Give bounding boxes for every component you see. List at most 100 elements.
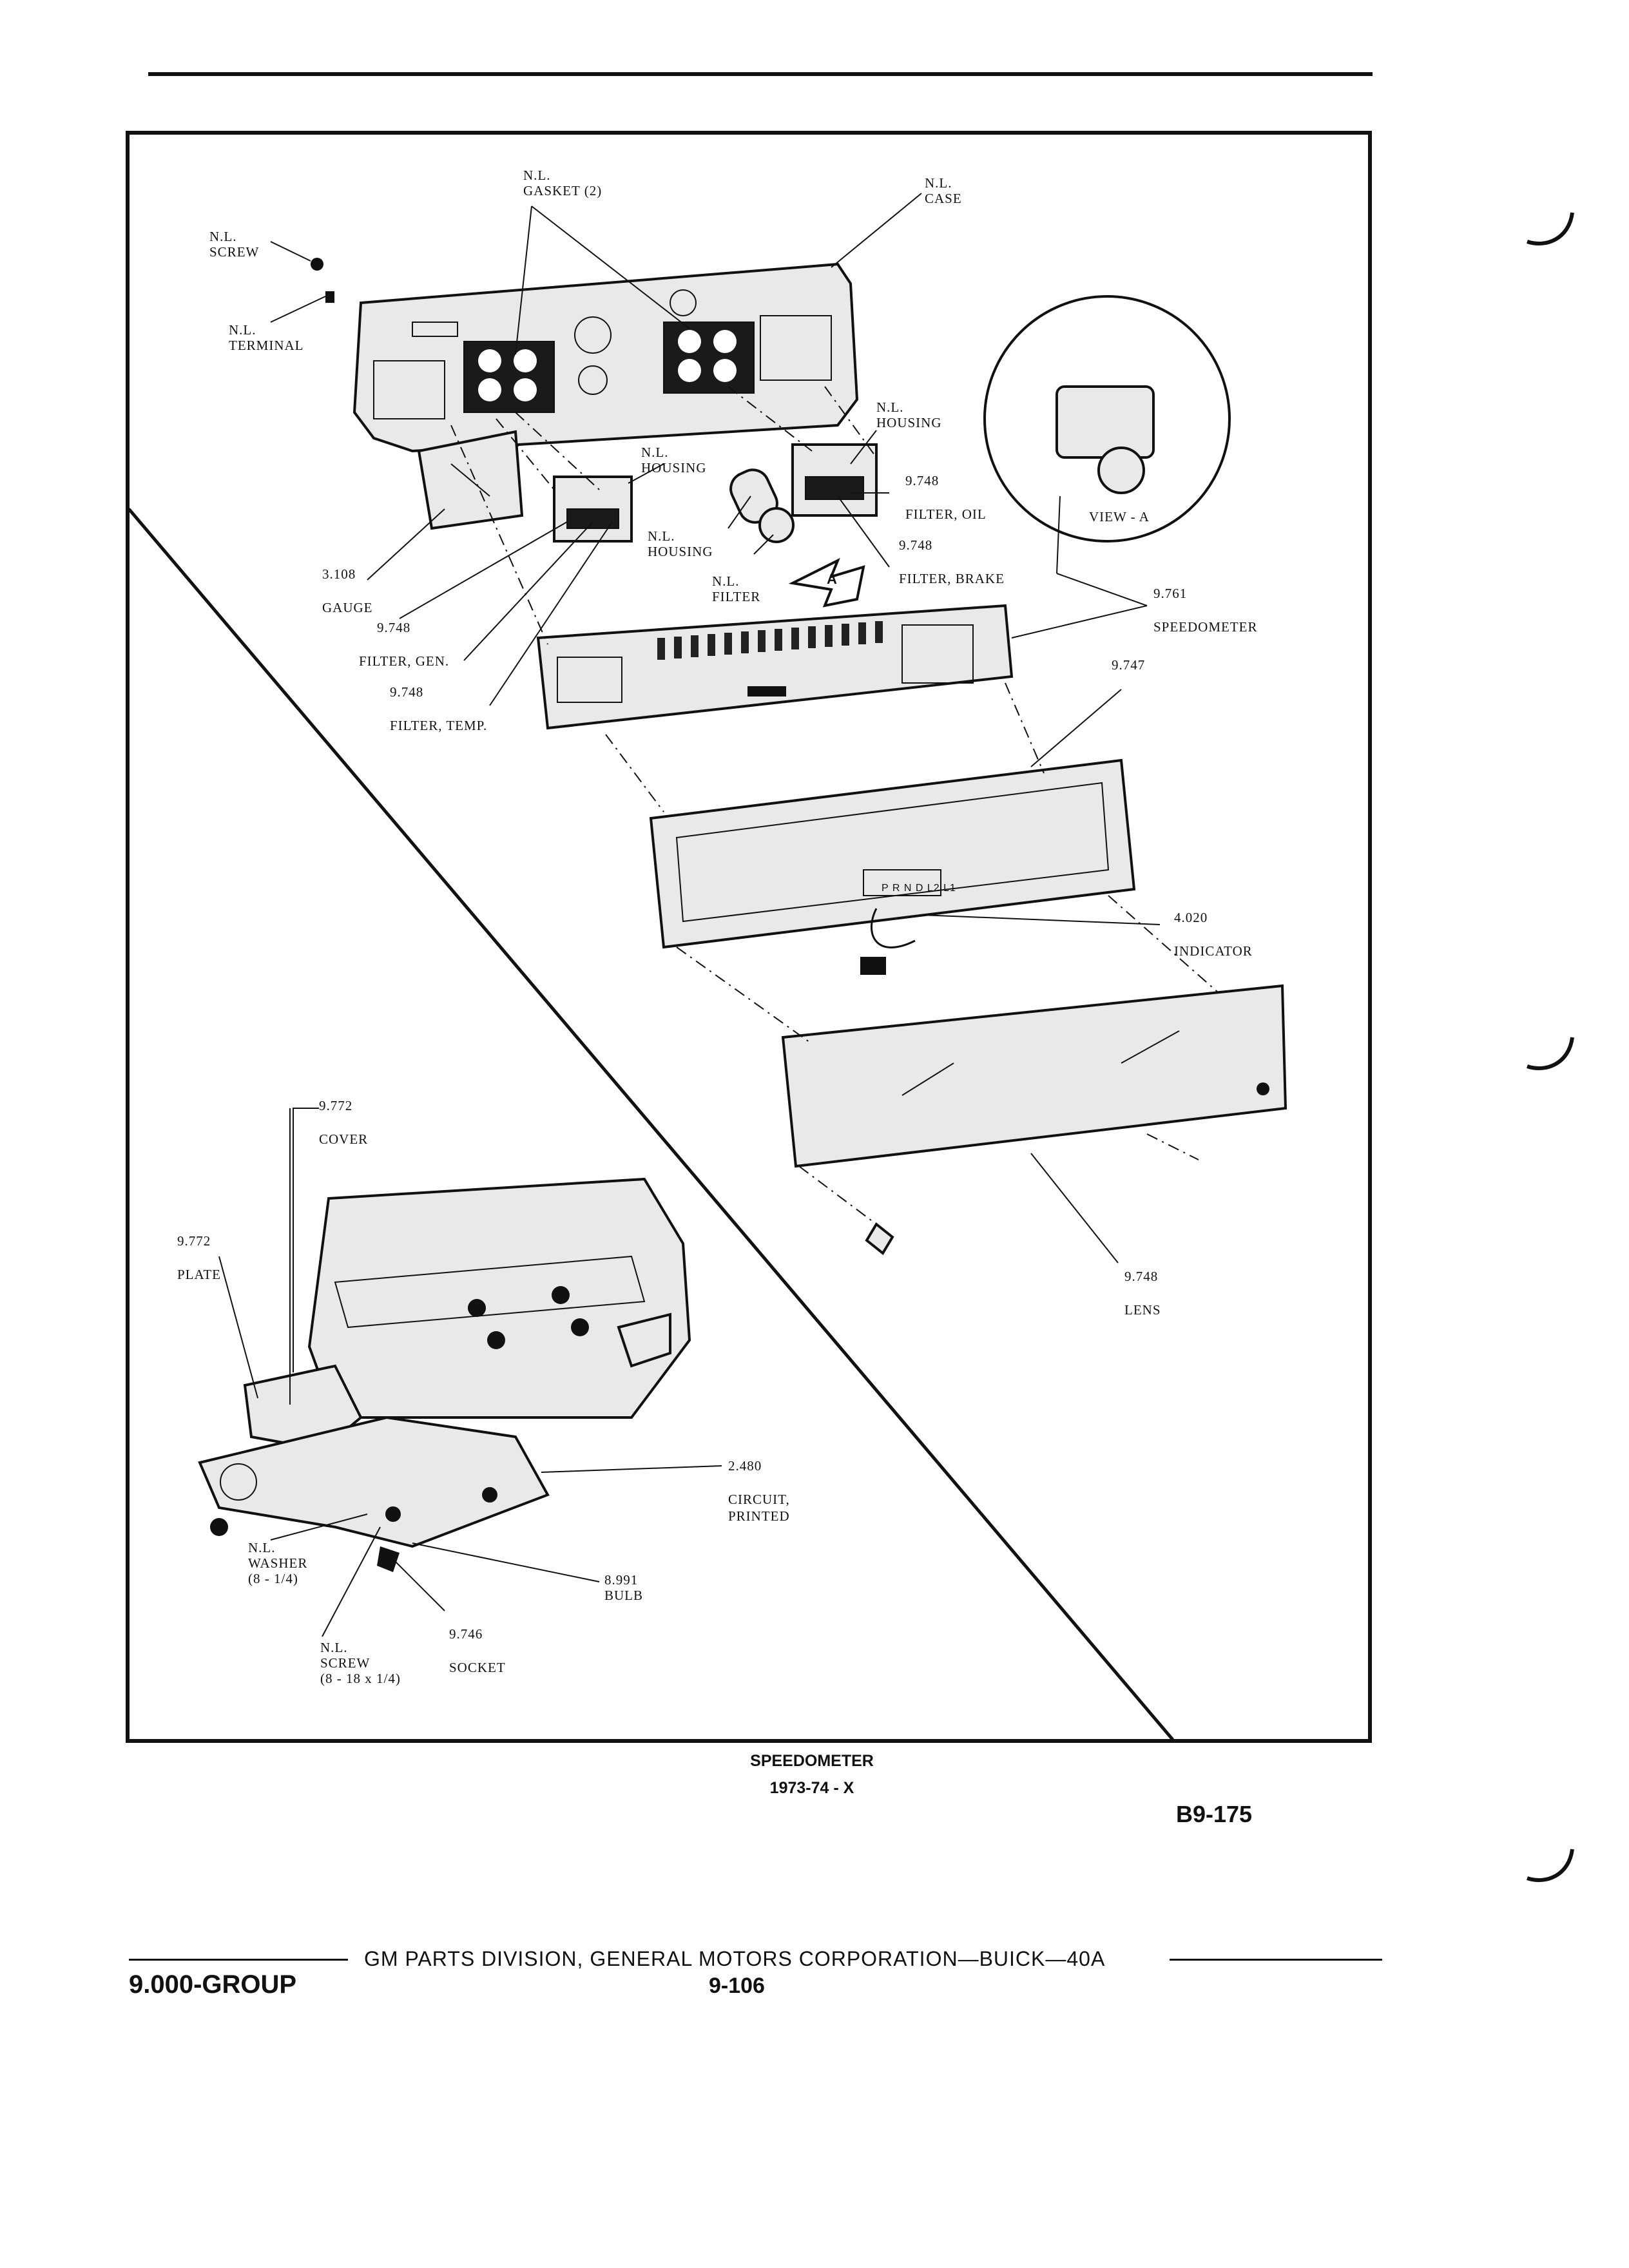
label-housing-low-code: N.L. <box>648 528 675 544</box>
label-filter-nl-code: N.L. <box>712 573 740 589</box>
speedo-dial-mark <box>691 635 699 657</box>
speedo-dial-mark <box>808 626 816 648</box>
label-screw-bottom: N.L.SCREW(8 - 18 x 1/4) <box>320 1640 401 1686</box>
label-gasket-code: N.L. <box>523 168 551 183</box>
speedo-dial-mark <box>858 622 866 644</box>
label-plate-name: PLATE <box>177 1267 221 1282</box>
label-lens-code: 9.748 <box>1124 1269 1159 1284</box>
label-filter-gen-code: 9.748 <box>377 620 411 635</box>
lens-part <box>781 984 1287 1255</box>
label-gauge-name: GAUGE <box>322 600 373 615</box>
caption-title: SPEEDOMETER <box>750 1752 874 1770</box>
speedo-dial-mark <box>657 638 665 660</box>
label-housing-mid-name: HOUSING <box>641 460 707 476</box>
speedo-dial-mark <box>825 625 833 647</box>
view-a-detail <box>983 295 1231 543</box>
label-washer-size: (8 - 1/4) <box>248 1571 298 1586</box>
label-filter-gen-name: FILTER, GEN. <box>359 653 450 669</box>
speedo-dial-mark <box>758 630 766 652</box>
speedo-dial-mark <box>791 628 799 649</box>
screw-top-part <box>311 258 323 271</box>
label-screw-top-code: N.L. <box>209 229 237 244</box>
label-speedometer-code: 9.761 <box>1153 586 1188 601</box>
label-housing-low-name: HOUSING <box>648 544 713 559</box>
label-circuit-name-2: PRINTED <box>728 1508 790 1524</box>
label-housing-right: N.L.HOUSING <box>876 399 942 430</box>
label-bulb-code: 8.991 <box>604 1572 639 1588</box>
label-view-a-text: VIEW - A <box>1089 509 1150 524</box>
arrow-letter: A <box>827 571 838 587</box>
speedo-dial-mark <box>674 637 682 658</box>
label-gauge-code: 3.108 <box>322 566 356 582</box>
caption: SPEEDOMETER 1973-74 - X <box>644 1747 979 1802</box>
label-case: N.L.CASE <box>925 175 962 206</box>
figure-code: B9-175 <box>1176 1801 1253 1827</box>
label-view-a: VIEW - A <box>1089 509 1150 524</box>
label-housing-mid: N.L.HOUSING <box>641 445 707 476</box>
caption-subtitle: 1973-74 - X <box>769 1779 854 1797</box>
speedo-dial-mark <box>775 629 782 651</box>
terminal-part <box>325 291 334 303</box>
speedo-dial-mark <box>708 634 715 656</box>
label-circuit-name-1: CIRCUIT, <box>728 1492 790 1507</box>
footer-division: GM PARTS DIVISION, GENERAL MOTORS CORPOR… <box>364 1947 1106 1970</box>
label-case-code: N.L. <box>925 175 952 191</box>
label-terminal-name: TERMINAL <box>229 338 304 353</box>
label-lens-name: LENS <box>1124 1302 1161 1318</box>
label-housing-right-code: N.L. <box>876 399 904 415</box>
dash-assembly <box>198 1108 691 1572</box>
label-case-name: CASE <box>925 191 962 206</box>
label-screw-bottom-name: SCREW <box>320 1655 371 1671</box>
footer-page-number: 9-106 <box>709 1974 765 1998</box>
label-filter-brake-name: FILTER, BRAKE <box>899 571 1005 586</box>
instrument-case <box>352 262 859 453</box>
speedo-dial-mark <box>842 624 849 646</box>
label-terminal-code: N.L. <box>229 322 256 338</box>
label-plate-code: 9.772 <box>177 1233 211 1249</box>
label-bezel: 9.747 <box>1112 657 1145 673</box>
label-filter-temp-name: FILTER, TEMP. <box>390 718 488 733</box>
housing-cylinder-part <box>729 468 795 543</box>
footer-rule-left <box>129 1959 348 1961</box>
label-filter-nl: N.L.FILTER <box>712 573 760 604</box>
label-bezel-code: 9.747 <box>1112 657 1146 673</box>
bezel-part <box>649 758 1136 949</box>
footer-group: 9.000-GROUP <box>129 1970 297 1999</box>
label-housing-mid-code: N.L. <box>641 445 669 460</box>
view-a-arrow <box>788 557 865 608</box>
label-indicator-code: 4.020 <box>1174 910 1208 925</box>
figure-frame <box>126 131 1372 1743</box>
label-filter-brake-code: 9.748 <box>899 537 933 553</box>
speedometer-cluster <box>536 604 1014 730</box>
label-socket-code: 9.746 <box>449 1626 483 1642</box>
label-bulb-name: BULB <box>604 1588 644 1603</box>
leader-lines <box>218 193 1161 1637</box>
label-filter-temp-code: 9.748 <box>390 684 424 700</box>
diagonal-divider <box>128 508 1174 1741</box>
label-screw-top-name: SCREW <box>209 244 260 260</box>
label-filter-oil-code: 9.748 <box>905 473 940 488</box>
label-filter-nl-name: FILTER <box>712 589 761 604</box>
label-washer-name: WASHER <box>248 1555 308 1571</box>
speedo-dial-mark <box>724 633 732 655</box>
label-cover-code: 9.772 <box>319 1098 353 1113</box>
label-screw-bottom-code: N.L. <box>320 1640 348 1655</box>
label-housing-low: N.L.HOUSING <box>648 528 713 559</box>
label-terminal: N.L.TERMINAL <box>229 322 304 353</box>
label-gasket-name: GASKET (2) <box>523 183 602 198</box>
label-washer: N.L.WASHER(8 - 1/4) <box>248 1540 307 1586</box>
gauge-part <box>417 430 524 530</box>
housing-right-part <box>791 443 878 517</box>
alignment-lines <box>450 386 1219 1225</box>
speedo-dial-mark <box>741 631 749 653</box>
label-filter-oil-name: FILTER, OIL <box>905 506 987 522</box>
indicator-part <box>860 908 916 975</box>
